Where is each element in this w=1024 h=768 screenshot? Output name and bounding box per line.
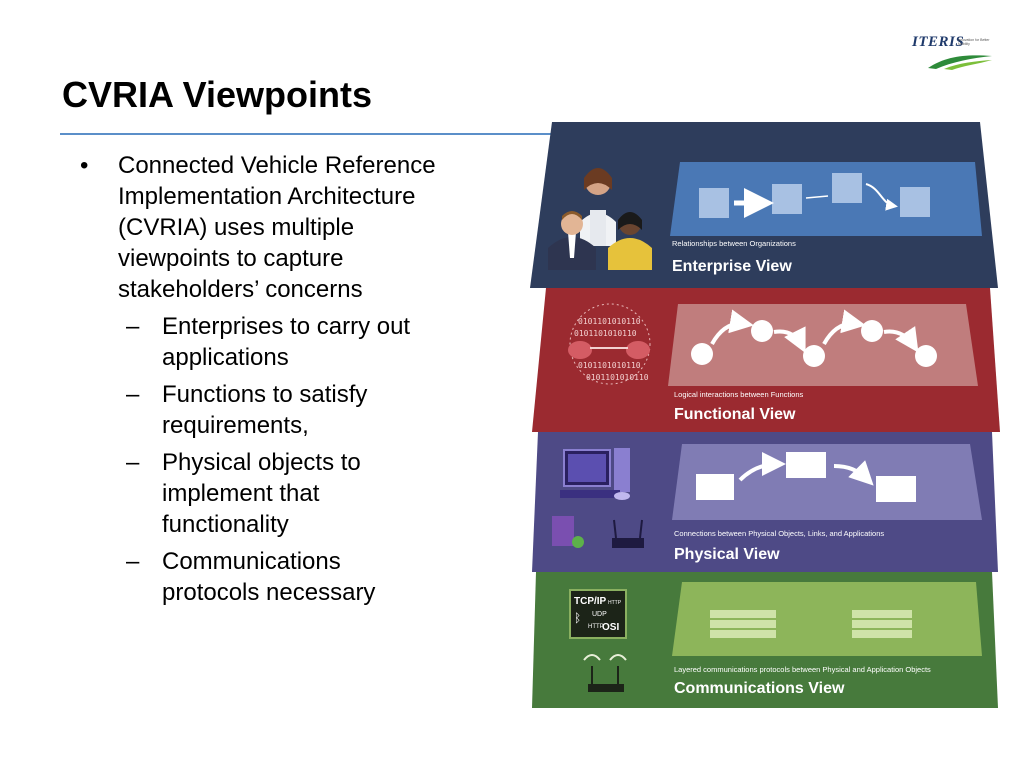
dash-marker: – (126, 548, 140, 575)
arrow-icon (738, 452, 786, 482)
enterprise-view-label: Enterprise View (672, 258, 792, 275)
svg-text:0101101010110: 0101101010110 (578, 317, 641, 326)
sub-bullet: –Communications protocols necessary (80, 546, 440, 608)
svg-text:0101101010110: 0101101010110 (578, 361, 641, 370)
dash-marker: – (126, 381, 140, 408)
arrow-icon (833, 460, 874, 486)
enterprise-layer (530, 122, 998, 288)
svg-text:OSI: OSI (602, 622, 619, 633)
arrow-icon (865, 183, 898, 211)
people-icon (548, 168, 652, 270)
communications-view-label: Communications View (674, 680, 845, 697)
viewpoint-diagram-graphic: 0101101010110 0101101010110 010110101011… (530, 122, 1000, 708)
object-box (696, 474, 734, 500)
sub-bullet: –Functions to satisfy requirements, (80, 379, 440, 441)
svg-text:TCP/IP: TCP/IP (574, 596, 607, 607)
sub-bullet-text: Communications protocols necessary (162, 548, 376, 606)
svg-text:ᛒ: ᛒ (574, 611, 581, 625)
protocol-sign-icon: TCP/IP HTTP UDP HTTP OSI ᛒ (569, 589, 627, 639)
title-divider (60, 133, 555, 135)
svg-text:HTTP: HTTP (588, 624, 604, 630)
bullet-list: • Connected Vehicle Reference Implementa… (80, 150, 440, 614)
arrow-icon (773, 326, 806, 354)
iteris-logo: ITERIS Innovation for Better Mobility (912, 34, 994, 70)
svg-text:UDP: UDP (592, 611, 607, 618)
functional-view-label: Functional View (674, 406, 796, 423)
bullet-marker: • (80, 152, 89, 179)
logo-swoosh-icon (928, 55, 992, 70)
communications-caption: Layered communications protocols between… (674, 665, 931, 674)
object-box (876, 476, 916, 502)
physical-layer (532, 432, 998, 572)
dash-marker: – (126, 449, 140, 476)
physical-view-label: Physical View (674, 546, 780, 563)
protocol-stack-icon (710, 610, 776, 638)
svg-text:HTTP: HTTP (608, 600, 622, 606)
communications-panel (672, 582, 982, 656)
sub-bullet-text: Physical objects to implement that funct… (162, 449, 361, 538)
physical-caption: Connections between Physical Objects, Li… (674, 529, 885, 538)
protocol-stack-icon (852, 610, 912, 638)
sub-bullet-text: Functions to satisfy requirements, (162, 381, 368, 439)
binary-globe-icon: 0101101010110 0101101010110 010110101011… (568, 303, 651, 385)
sub-bullet: –Physical objects to implement that func… (80, 447, 440, 540)
device-icon (552, 516, 584, 548)
org-box (832, 173, 862, 203)
viewpoint-diagram: 0101101010110 0101101010110 010110101011… (530, 118, 1002, 713)
enterprise-caption: Relationships between Organizations (672, 239, 796, 248)
computer-icon (560, 448, 630, 500)
arrow-icon (710, 309, 754, 346)
functional-caption: Logical interactions between Functions (674, 390, 804, 399)
logo-wordmark: ITERIS (912, 34, 965, 50)
communications-layer: TCP/IP HTTP UDP HTTP OSI ᛒ (532, 572, 998, 708)
bullet-main-text: Connected Vehicle Reference Implementati… (118, 152, 436, 303)
org-box (699, 188, 729, 218)
sub-bullet-text: Enterprises to carry out applications (162, 313, 411, 371)
function-node (861, 320, 883, 342)
dash-marker: – (126, 313, 140, 340)
svg-text:0101101010110: 0101101010110 (574, 329, 637, 338)
function-node (691, 343, 713, 365)
org-box (900, 187, 930, 217)
object-box (786, 452, 826, 478)
svg-text:0101101010110: 0101101010110 (586, 373, 649, 382)
router-icon (612, 519, 644, 548)
function-node (803, 345, 825, 367)
functional-panel (668, 304, 978, 386)
sub-bullet: –Enterprises to carry out applications (80, 311, 440, 373)
arrow-icon (883, 326, 919, 353)
line-connector (805, 195, 829, 199)
functional-layer: 0101101010110 0101101010110 010110101011… (532, 288, 1000, 432)
slide-title: CVRIA Viewpoints (62, 74, 373, 115)
arrow-icon (822, 309, 866, 346)
function-node (915, 345, 937, 367)
function-node (751, 320, 773, 342)
org-box (772, 184, 802, 214)
logo-tagline: Innovation for Better Mobility (958, 38, 990, 46)
antenna-icon (583, 654, 627, 692)
bullet-main: • Connected Vehicle Reference Implementa… (80, 150, 440, 305)
